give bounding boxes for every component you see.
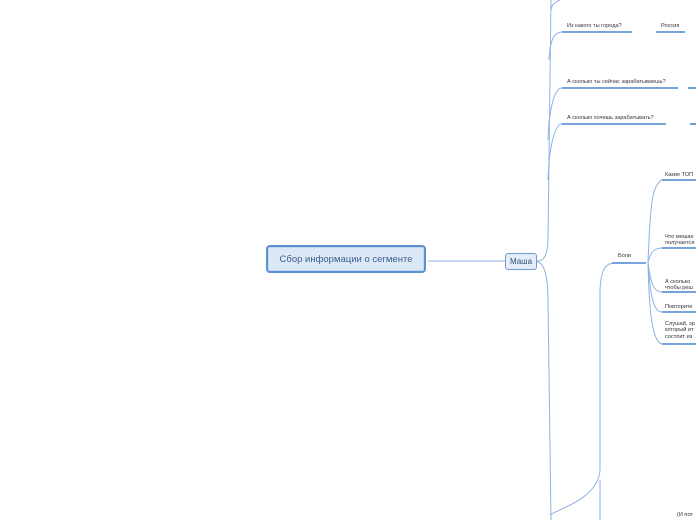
question-city[interactable]: Из какого ты города? <box>567 23 622 29</box>
connector-q1 <box>548 31 563 61</box>
pain-item-4[interactable]: Повторите <box>665 304 693 310</box>
pain-item-1[interactable]: Какие ТОП <box>665 172 694 178</box>
pain-item-3[interactable]: А сколько чтобы реш <box>665 279 694 292</box>
root-topic[interactable]: Сбор информации о сегменте <box>266 245 426 273</box>
pain-item-5[interactable]: Слушай, эр который ит состоит из <box>665 321 695 340</box>
connector-pain <box>549 262 616 516</box>
connector-masha-spine <box>536 0 552 262</box>
topic-masha-label: Маша <box>509 257 533 266</box>
question-desired-income[interactable]: А сколько хочешь зарабатывать? <box>567 115 654 121</box>
connector-q3 <box>547 123 563 181</box>
root-topic-label: Сбор информации о сегменте <box>279 253 413 265</box>
topic-masha[interactable]: Маша <box>505 253 537 270</box>
connector-pain-item-5 <box>647 261 663 345</box>
bottom-partial-topic[interactable]: (И пот <box>677 512 694 518</box>
topic-pain[interactable]: Боли <box>618 253 632 259</box>
question-current-income[interactable]: А сколько ты сейчас зарабатываешь? <box>567 79 666 85</box>
connector-pain-item-2 <box>647 247 663 263</box>
connector-q2 <box>547 87 563 141</box>
connector-pain-item-1 <box>647 179 663 263</box>
answer-city[interactable]: Россия <box>661 23 680 29</box>
connector-masha-down <box>536 261 552 520</box>
pain-item-2[interactable]: Что мешае получается <box>665 234 695 247</box>
connector-top-edge <box>550 0 561 11</box>
